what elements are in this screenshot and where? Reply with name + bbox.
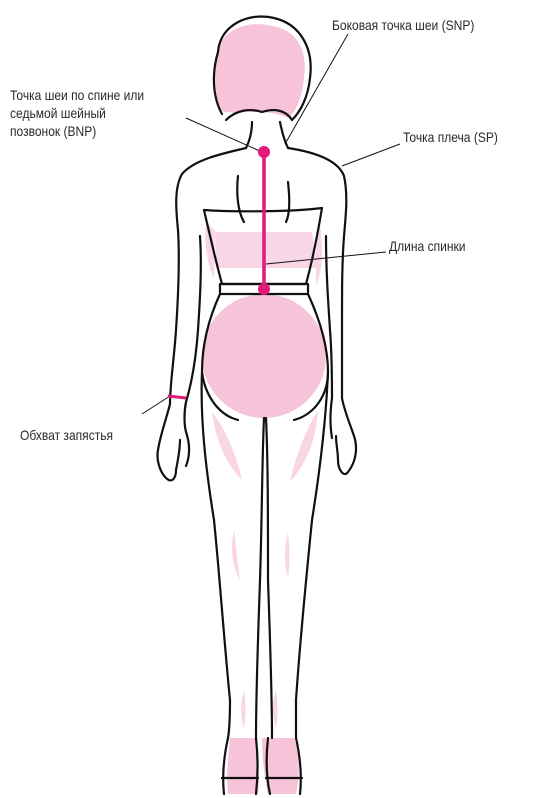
left-shoe-shape <box>227 738 259 794</box>
label-side-neck-point: Боковая точка шеи (SNP) <box>332 16 474 34</box>
right-shoulder-blade <box>286 182 289 222</box>
bnp-point <box>258 146 270 158</box>
shading-zones <box>202 24 326 794</box>
hair-shape <box>215 24 305 118</box>
label-wrist-girth: Обхват запястья <box>20 426 113 444</box>
waist-point <box>258 283 270 295</box>
right-ankle-zone <box>273 690 278 728</box>
label-back-length: Длина спинки <box>389 237 466 255</box>
hip-zone <box>202 294 326 418</box>
label-back-neck-point-line-3: позвонок (BNP) <box>10 122 144 140</box>
label-back-neck-point-line-2: седьмой шейный <box>10 104 144 122</box>
left-shoulder-blade <box>237 176 244 222</box>
label-shoulder-point: Точка плеча (SP) <box>403 128 498 146</box>
left-inner-arm-outline <box>185 236 201 466</box>
wrist-girth-mark <box>168 396 186 398</box>
left-thigh-zone <box>212 412 242 480</box>
neck-outline <box>246 122 288 148</box>
leader-sp <box>342 144 400 166</box>
left-ankle-zone <box>241 690 246 728</box>
right-knee-zone <box>285 532 290 578</box>
left-knee-zone <box>232 530 240 580</box>
back-zone <box>216 232 318 268</box>
label-back-neck-point: Точка шеи по спине или седьмой шейный по… <box>10 86 144 140</box>
leader-wrist <box>142 396 170 414</box>
label-back-neck-point-line-1: Точка шеи по спине или <box>10 86 144 104</box>
